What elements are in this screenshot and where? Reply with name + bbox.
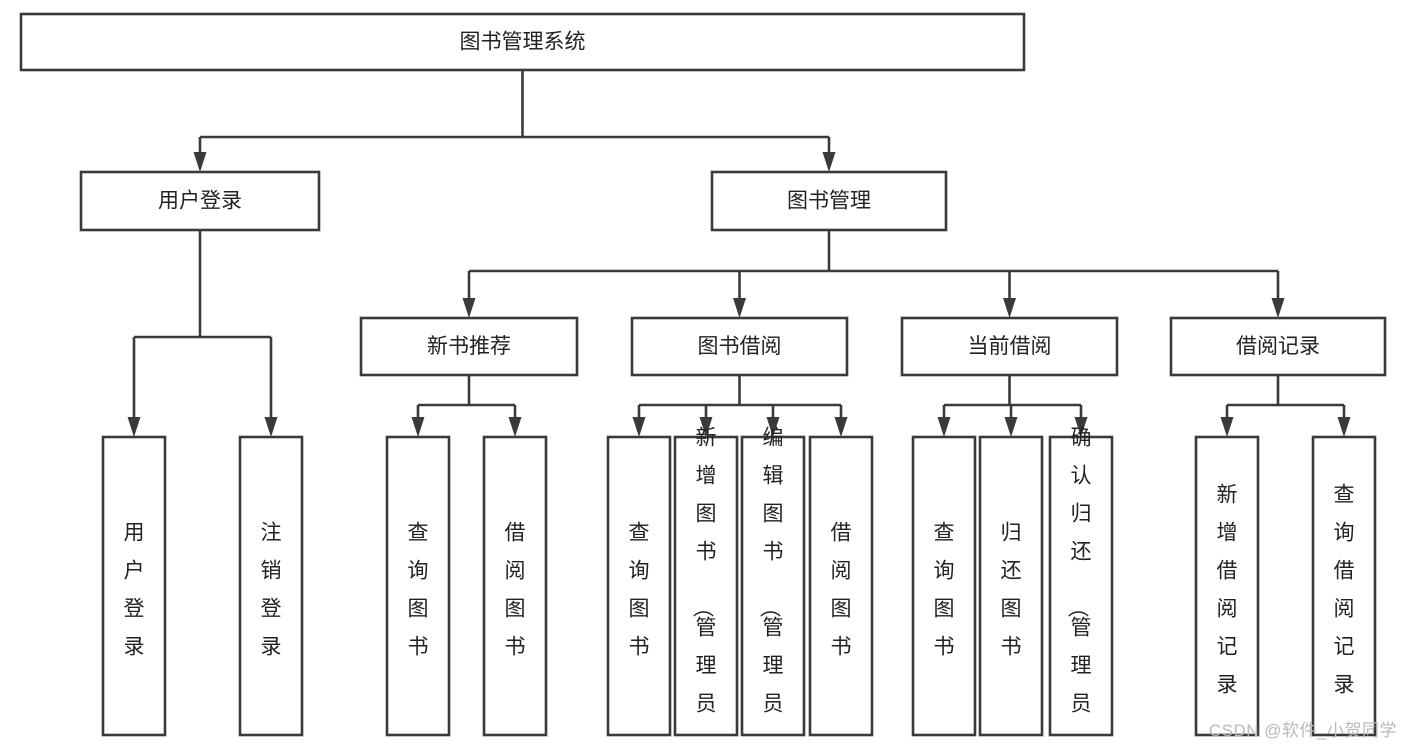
node-label: 图书借阅	[698, 335, 782, 358]
node-box	[978, 435, 1044, 737]
arrow-head-icon	[834, 417, 848, 437]
arrow-head-icon	[1003, 298, 1016, 318]
node-box	[101, 435, 167, 737]
node-leaf-cur-query-book[interactable]: 查询图书	[911, 435, 977, 737]
node-leaf-borrow-borrow-book[interactable]: 借阅图书	[808, 435, 874, 737]
node-label: 注销登录	[261, 522, 282, 659]
arrow-head-icon	[1271, 298, 1285, 318]
node-book-manage[interactable]: 图书管理	[710, 170, 948, 232]
node-label: 新书推荐	[427, 335, 511, 358]
node-label: 编辑图书（管理员）	[758, 427, 784, 747]
arrow-head-icon	[1220, 417, 1234, 437]
watermark-label: CSDN @软件_小贺同学	[1208, 721, 1397, 740]
node-label: 用户登录	[124, 522, 145, 659]
node-label: 图书管理系统	[460, 31, 586, 54]
arrow-head-icon	[1004, 417, 1018, 437]
node-leaf-borrow-add-book[interactable]: 新增图书（管理员）	[673, 427, 739, 747]
node-box	[630, 316, 849, 377]
node-box	[740, 435, 806, 737]
arrow-head-icon	[766, 417, 780, 437]
node-label: 借阅记录	[1236, 335, 1320, 358]
node-label: 确认归还（管理员）	[1066, 427, 1092, 747]
node-box	[900, 316, 1119, 377]
arrow-head-icon	[264, 417, 278, 437]
node-box	[1169, 316, 1387, 377]
node-box	[359, 316, 579, 377]
node-current-borrow[interactable]: 当前借阅	[900, 316, 1119, 377]
node-box	[482, 435, 548, 737]
arrow-head-icon	[937, 417, 951, 437]
arrow-head-icon	[508, 417, 522, 437]
node-borrow-record[interactable]: 借阅记录	[1169, 316, 1387, 377]
arrow-head-icon	[127, 417, 141, 437]
node-label: 借阅图书	[505, 522, 526, 659]
node-label: 查询图书	[408, 522, 429, 659]
node-leaf-user-login[interactable]: 用户登录	[101, 435, 167, 737]
node-leaf-user-logout[interactable]: 注销登录	[238, 435, 304, 737]
arrow-head-icon	[462, 298, 476, 318]
node-leaf-rec-query-book[interactable]: 查询图书	[385, 435, 451, 737]
node-box	[19, 12, 1026, 72]
arrow-head-icon	[632, 417, 646, 437]
node-box	[673, 435, 739, 737]
node-box	[808, 435, 874, 737]
arrow-head-icon	[1337, 417, 1351, 437]
node-box	[1311, 435, 1377, 737]
arrow-head-icon	[733, 298, 746, 318]
node-label: 用户登录	[158, 190, 242, 213]
node-label: 借阅图书	[831, 522, 852, 659]
node-user-login[interactable]: 用户登录	[79, 170, 321, 232]
node-label: 当前借阅	[968, 335, 1052, 358]
node-label: 新增图书（管理员）	[691, 427, 717, 747]
arrow-head-icon	[699, 417, 713, 437]
node-leaf-rec-query-record[interactable]: 查询借阅记录	[1311, 435, 1377, 737]
node-leaf-borrow-edit-book[interactable]: 编辑图书（管理员）	[740, 427, 806, 747]
arrow-head-icon	[822, 152, 836, 172]
node-leaf-rec-add-record[interactable]: 新增借阅记录	[1194, 435, 1260, 737]
node-book-borrow[interactable]: 图书借阅	[630, 316, 849, 377]
node-leaf-rec-borrow-book[interactable]: 借阅图书	[482, 435, 548, 737]
node-label: 新增借阅记录	[1217, 484, 1238, 697]
node-label: 归还图书	[1001, 522, 1022, 659]
arrow-head-icon	[193, 152, 207, 172]
node-box	[1194, 435, 1260, 737]
connectors-layer	[127, 70, 1351, 437]
node-leaf-cur-confirm-return[interactable]: 确认归还（管理员）	[1048, 427, 1114, 747]
node-box	[1048, 435, 1114, 737]
node-leaf-cur-return-book[interactable]: 归还图书	[978, 435, 1044, 737]
nodes-layer: 图书管理系统用户登录图书管理新书推荐图书借阅当前借阅借阅记录用户登录注销登录查询…	[19, 12, 1387, 747]
node-box	[606, 435, 672, 737]
node-box	[238, 435, 304, 737]
node-box	[79, 170, 321, 232]
node-box	[710, 170, 948, 232]
node-label: 查询借阅记录	[1334, 484, 1355, 697]
node-new-book-rec[interactable]: 新书推荐	[359, 316, 579, 377]
node-root[interactable]: 图书管理系统	[19, 12, 1026, 72]
node-label: 查询图书	[629, 522, 650, 659]
arrow-head-icon	[1074, 417, 1088, 437]
node-leaf-borrow-query-book[interactable]: 查询图书	[606, 435, 672, 737]
node-label: 图书管理	[787, 190, 871, 213]
node-label: 查询图书	[934, 522, 955, 659]
arrow-head-icon	[411, 417, 425, 437]
node-box	[911, 435, 977, 737]
node-box	[385, 435, 451, 737]
